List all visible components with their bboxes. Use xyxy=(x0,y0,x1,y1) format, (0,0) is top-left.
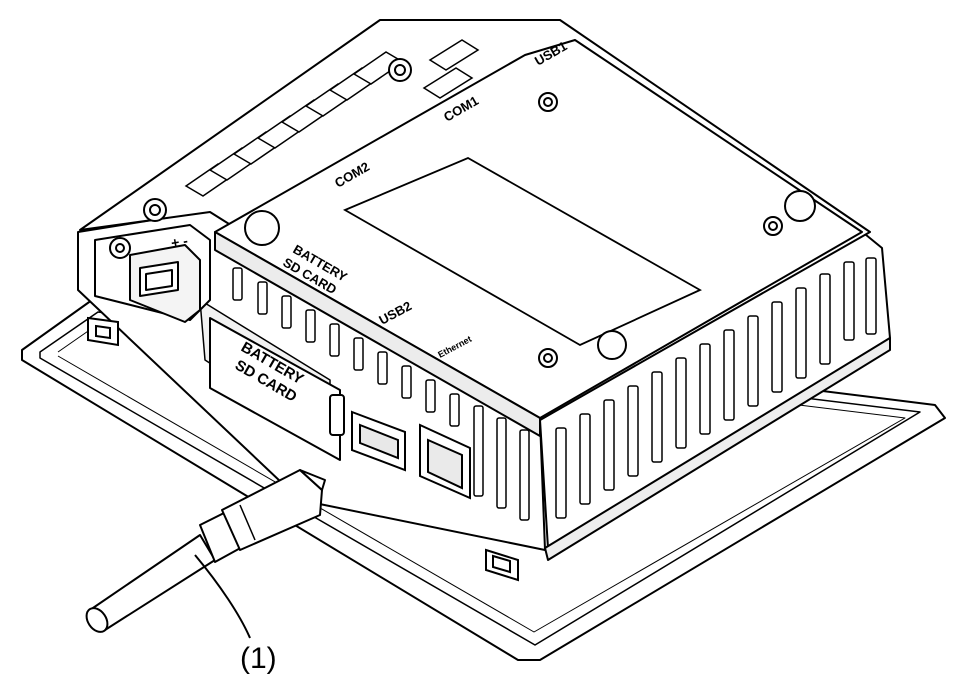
ethernet-port xyxy=(419,423,471,500)
usb2-port xyxy=(351,410,406,472)
power-polarity-label: + - xyxy=(170,232,190,251)
label-recess xyxy=(342,156,702,347)
battery-sd-door xyxy=(209,317,345,461)
panel-clips xyxy=(87,316,519,582)
power-terminal-block xyxy=(94,224,211,323)
usb-cable xyxy=(85,469,326,633)
callout-1-label: (1) xyxy=(240,642,277,675)
right-vent-slots xyxy=(555,257,877,519)
rear-screws xyxy=(143,58,412,222)
callout-leader-line xyxy=(194,554,251,639)
cover-screws xyxy=(244,92,816,368)
left-vent-slots xyxy=(232,267,530,521)
rear-vent-strip xyxy=(184,39,480,197)
